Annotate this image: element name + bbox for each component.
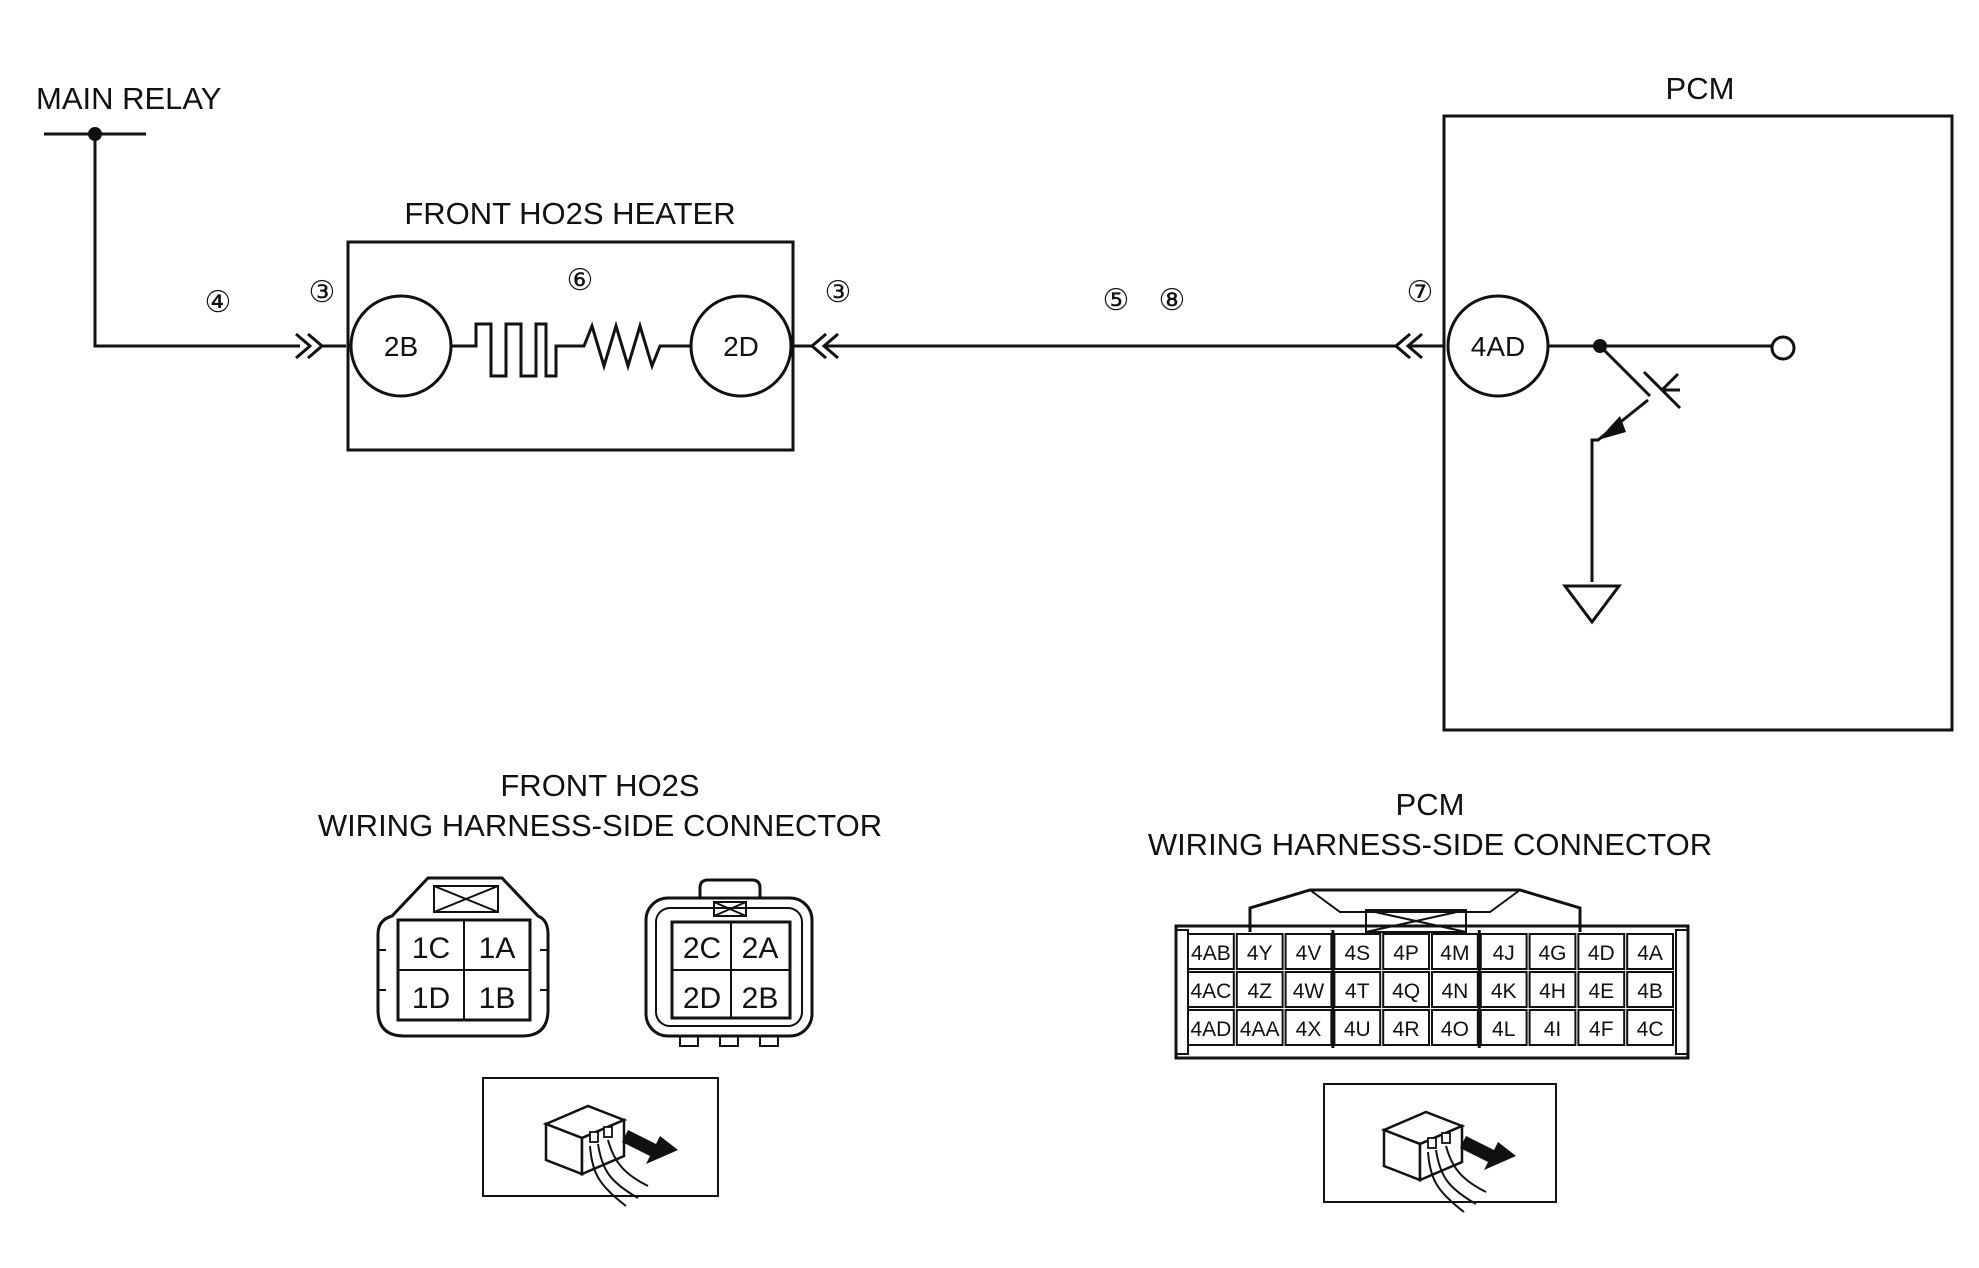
step-marker-3-left: ③ (309, 276, 336, 309)
pcm-pin-label: 4Y (1247, 942, 1273, 965)
pcm-pin-cell (1333, 1009, 1382, 1046)
pcm-pin-label: 4E (1588, 980, 1614, 1003)
ho2s-connector-title-line2: WIRING HARNESS-SIDE CONNECTOR (318, 808, 882, 843)
main-relay-label: MAIN RELAY (36, 81, 221, 116)
pcm-pin-cell (1431, 933, 1479, 970)
ho2s-a-pin: 1C (412, 932, 450, 965)
ho2s-b-pin: 2C (683, 932, 721, 965)
pcm-pin-label: 4J (1493, 942, 1515, 965)
pcm-pin-label: 4N (1441, 980, 1468, 1003)
pcm-pin-cell (1187, 933, 1235, 970)
pcm-pin-cell (1382, 971, 1430, 1008)
pcm-pin-cell (1333, 933, 1382, 970)
ho2s-connector-title-line1: FRONT HO2S (500, 768, 699, 803)
connector-view-icon (544, 1104, 680, 1208)
pcm-pin-cell (1479, 971, 1528, 1008)
heater-terminal-2d-label: 2D (723, 331, 759, 362)
pcm-pin-cell (1235, 933, 1284, 970)
step-marker-3-right: ③ (825, 276, 852, 309)
step-marker-5: ⑤ (1103, 284, 1130, 317)
ho2s-b-pin: 2D (683, 982, 721, 1015)
pcm-pin-cell (1626, 933, 1674, 970)
ho2s-a-pin: 1B (479, 982, 516, 1015)
pcm-pin-cell (1479, 933, 1528, 970)
transistor-emitter (1590, 398, 1649, 582)
ho2s-b-pin: 2A (742, 932, 779, 965)
step-marker-8: ⑧ (1159, 284, 1186, 317)
ground-symbol (1562, 584, 1622, 625)
pcm-pin-label: 4C (1637, 1018, 1664, 1041)
pcm-pin-cell (1528, 933, 1577, 970)
pcm-pin-cell (1577, 971, 1626, 1008)
pcm-pin-label: 4V (1296, 942, 1322, 965)
ho2s-connector-b: 2C 2A 2D 2B (644, 878, 814, 1047)
pcm-pin-cell (1187, 1009, 1235, 1046)
pcm-pin-label: 4F (1589, 1018, 1614, 1041)
transistor-arrow (1598, 416, 1626, 440)
step-marker-6: ⑥ (567, 264, 594, 297)
pcm-pin-cell (1479, 1009, 1528, 1046)
pcm-pin-cell (1577, 933, 1626, 970)
pcm-output-terminal (1770, 335, 1796, 361)
ho2s-a-pin: 1D (412, 982, 450, 1015)
pcm-pin-cell (1382, 933, 1430, 970)
pcm-pin-label: 4Z (1247, 980, 1272, 1003)
pcm-pin-label: 4I (1544, 1018, 1562, 1041)
pcm-pin-cell (1235, 971, 1284, 1008)
pcm-pin-label: 4X (1296, 1018, 1322, 1041)
step-marker-4: ④ (205, 286, 232, 319)
pcm-pin-cell (1528, 971, 1577, 1008)
pcm-pin-cell (1382, 1009, 1430, 1046)
pcm-pin-cell (1626, 1009, 1674, 1046)
ho2s-b-pin: 2B (742, 982, 779, 1015)
pcm-pin-label: 4O (1441, 1018, 1469, 1041)
pcm-pin-label: 4S (1344, 942, 1370, 965)
ho2s-a-pin: 1A (479, 932, 516, 965)
pcm-pin-label: 4P (1393, 942, 1419, 965)
pcm-pin-label: 4AC (1190, 980, 1231, 1003)
heater-element (451, 320, 691, 378)
pcm-pin-label: 4A (1637, 942, 1663, 965)
pcm-pin-label: 4AB (1191, 942, 1231, 965)
pcm-pin-cell (1577, 1009, 1626, 1046)
wire-main-relay-to-heater (93, 134, 300, 348)
heater-title: FRONT HO2S HEATER (404, 196, 735, 231)
pcm-pin-label: 4L (1492, 1018, 1515, 1041)
pcm-pin-label: 4B (1637, 980, 1663, 1003)
pcm-pin-cell (1235, 1009, 1284, 1046)
pcm-pin-label: 4K (1491, 980, 1517, 1003)
pcm-pin-cell (1284, 1009, 1333, 1046)
pcm-connector-title-line1: PCM (1396, 787, 1465, 822)
pcm-pin-label: 4W (1293, 980, 1325, 1003)
pcm-pin-label: 4Q (1392, 980, 1420, 1003)
pcm-pin-cell (1528, 1009, 1577, 1046)
step-marker-7: ⑦ (1407, 276, 1434, 309)
ho2s-connector-a: 1C 1A 1D 1B (376, 876, 550, 1038)
pcm-connector-title-line2: WIRING HARNESS-SIDE CONNECTOR (1148, 827, 1712, 862)
pcm-title: PCM (1666, 71, 1735, 106)
pcm-pin-cell (1626, 971, 1674, 1008)
pcm-pin-label: 4H (1539, 980, 1566, 1003)
pcm-pin-label: 4T (1345, 980, 1370, 1003)
pcm-pin-label: 4AA (1240, 1018, 1280, 1041)
pcm-connector: 4AB 4Y 4V 4S 4P 4M 4J 4G 4D 4A 4AC 4Z 4W 4T 4Q 4N 4K 4H 4E… (1174, 888, 1690, 1060)
pcm-terminal-4ad-label: 4AD (1471, 331, 1525, 362)
pcm-pin-label: 4D (1588, 942, 1615, 965)
heater-terminal-2b-label: 2B (384, 331, 418, 362)
pcm-pin-cell (1431, 1009, 1479, 1046)
pcm-pin-label: 4R (1393, 1018, 1420, 1041)
pcm-pin-label: 4M (1440, 942, 1469, 965)
pcm-pin-label: 4G (1538, 942, 1566, 965)
pcm-box (1442, 114, 1954, 732)
connector-view-icon (1382, 1110, 1518, 1214)
pcm-pin-label: 4AD (1190, 1018, 1231, 1041)
pcm-view-direction-box (1323, 1083, 1557, 1203)
pcm-pin-cell (1284, 933, 1333, 970)
pcm-pin-label: 4U (1344, 1018, 1371, 1041)
pcm-pin-cell (1187, 971, 1235, 1008)
ho2s-view-direction-box (482, 1077, 719, 1197)
